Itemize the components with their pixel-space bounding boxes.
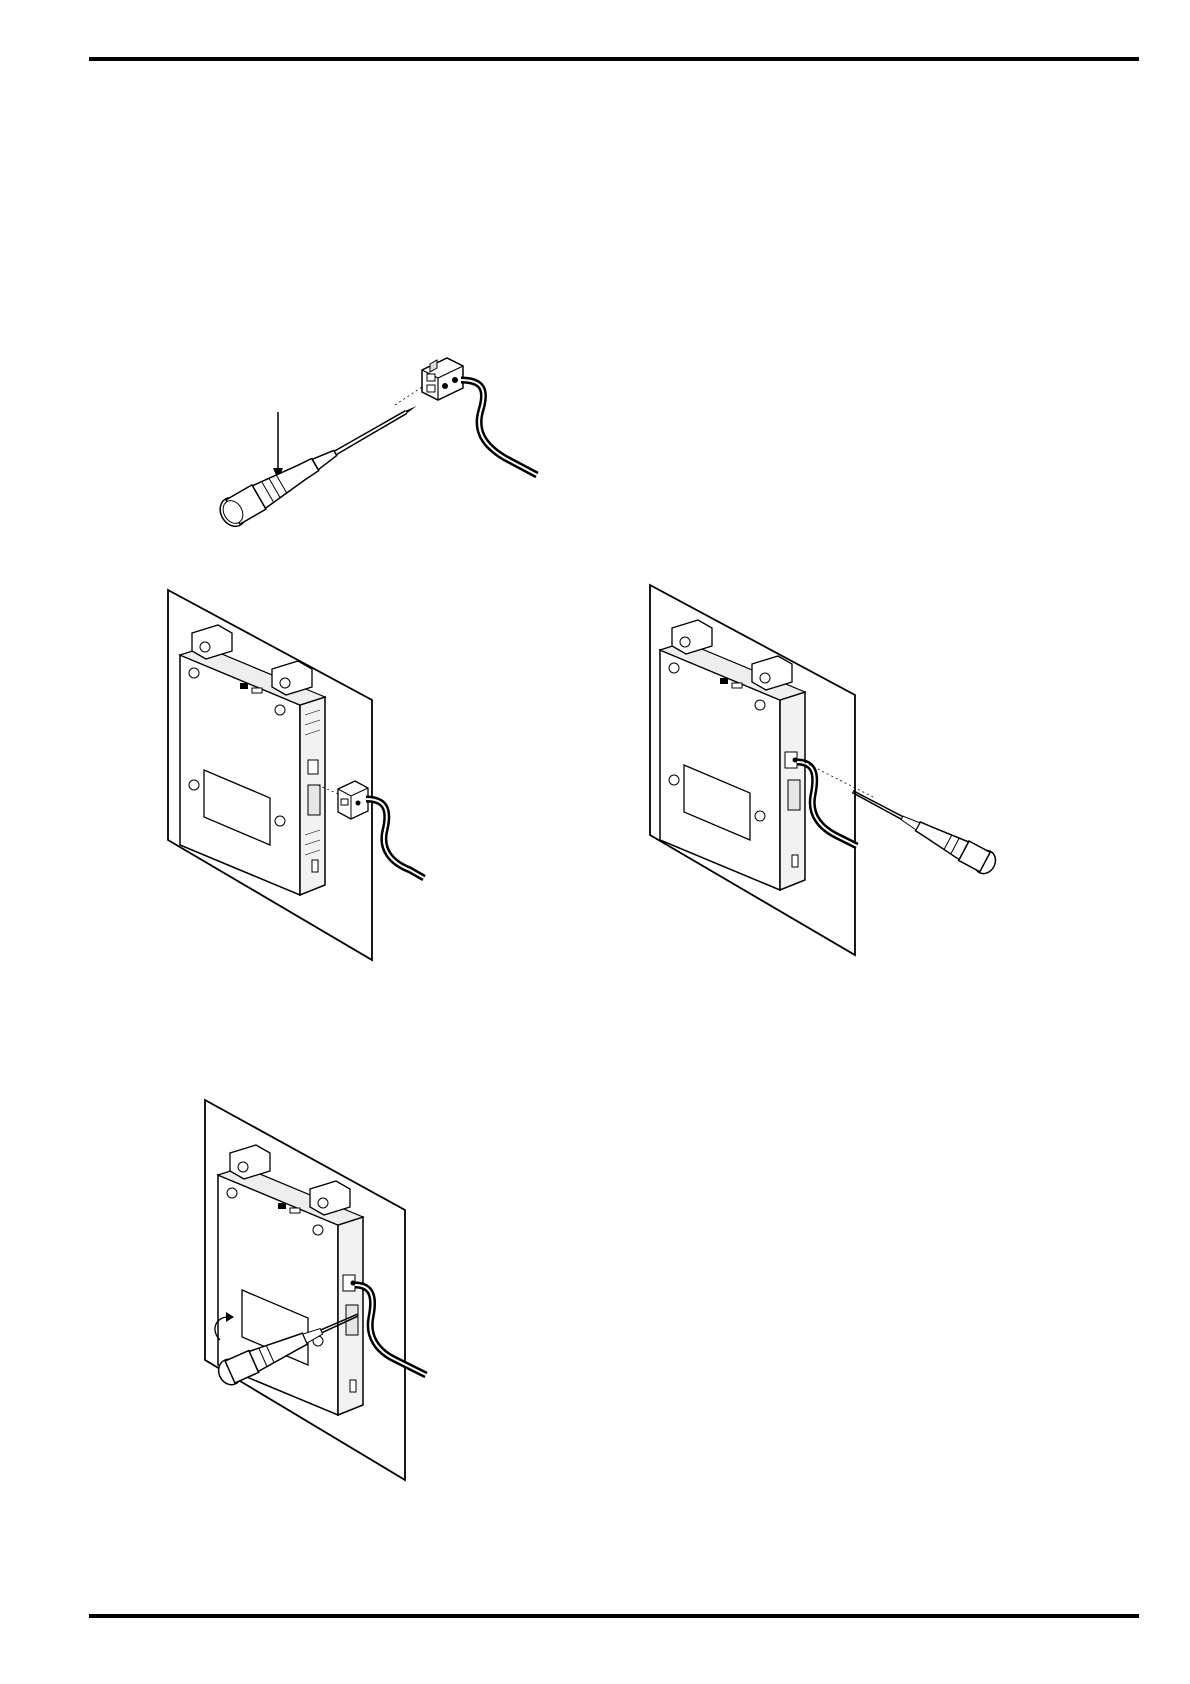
terminal-connector-icon	[422, 358, 463, 400]
module-panel-illustration	[160, 585, 470, 965]
screwdriver-connector-illustration	[215, 350, 595, 550]
terminal-connector-icon	[338, 781, 368, 819]
figure-module-connector-inserted	[160, 585, 470, 965]
footer-rule	[89, 1614, 1139, 1618]
module-tighten-illustration	[645, 580, 1035, 960]
cable-icon	[461, 380, 537, 475]
screwdriver-icon	[215, 393, 424, 531]
figure-screwdriver-connector	[215, 350, 595, 550]
header-rule	[89, 57, 1139, 61]
module-mount-illustration	[200, 1095, 470, 1485]
figure-module-screw-tighten	[645, 580, 1035, 960]
figure-module-mount-screw	[200, 1095, 470, 1485]
cable-icon	[366, 799, 424, 878]
screwdriver-icon	[847, 781, 1000, 877]
